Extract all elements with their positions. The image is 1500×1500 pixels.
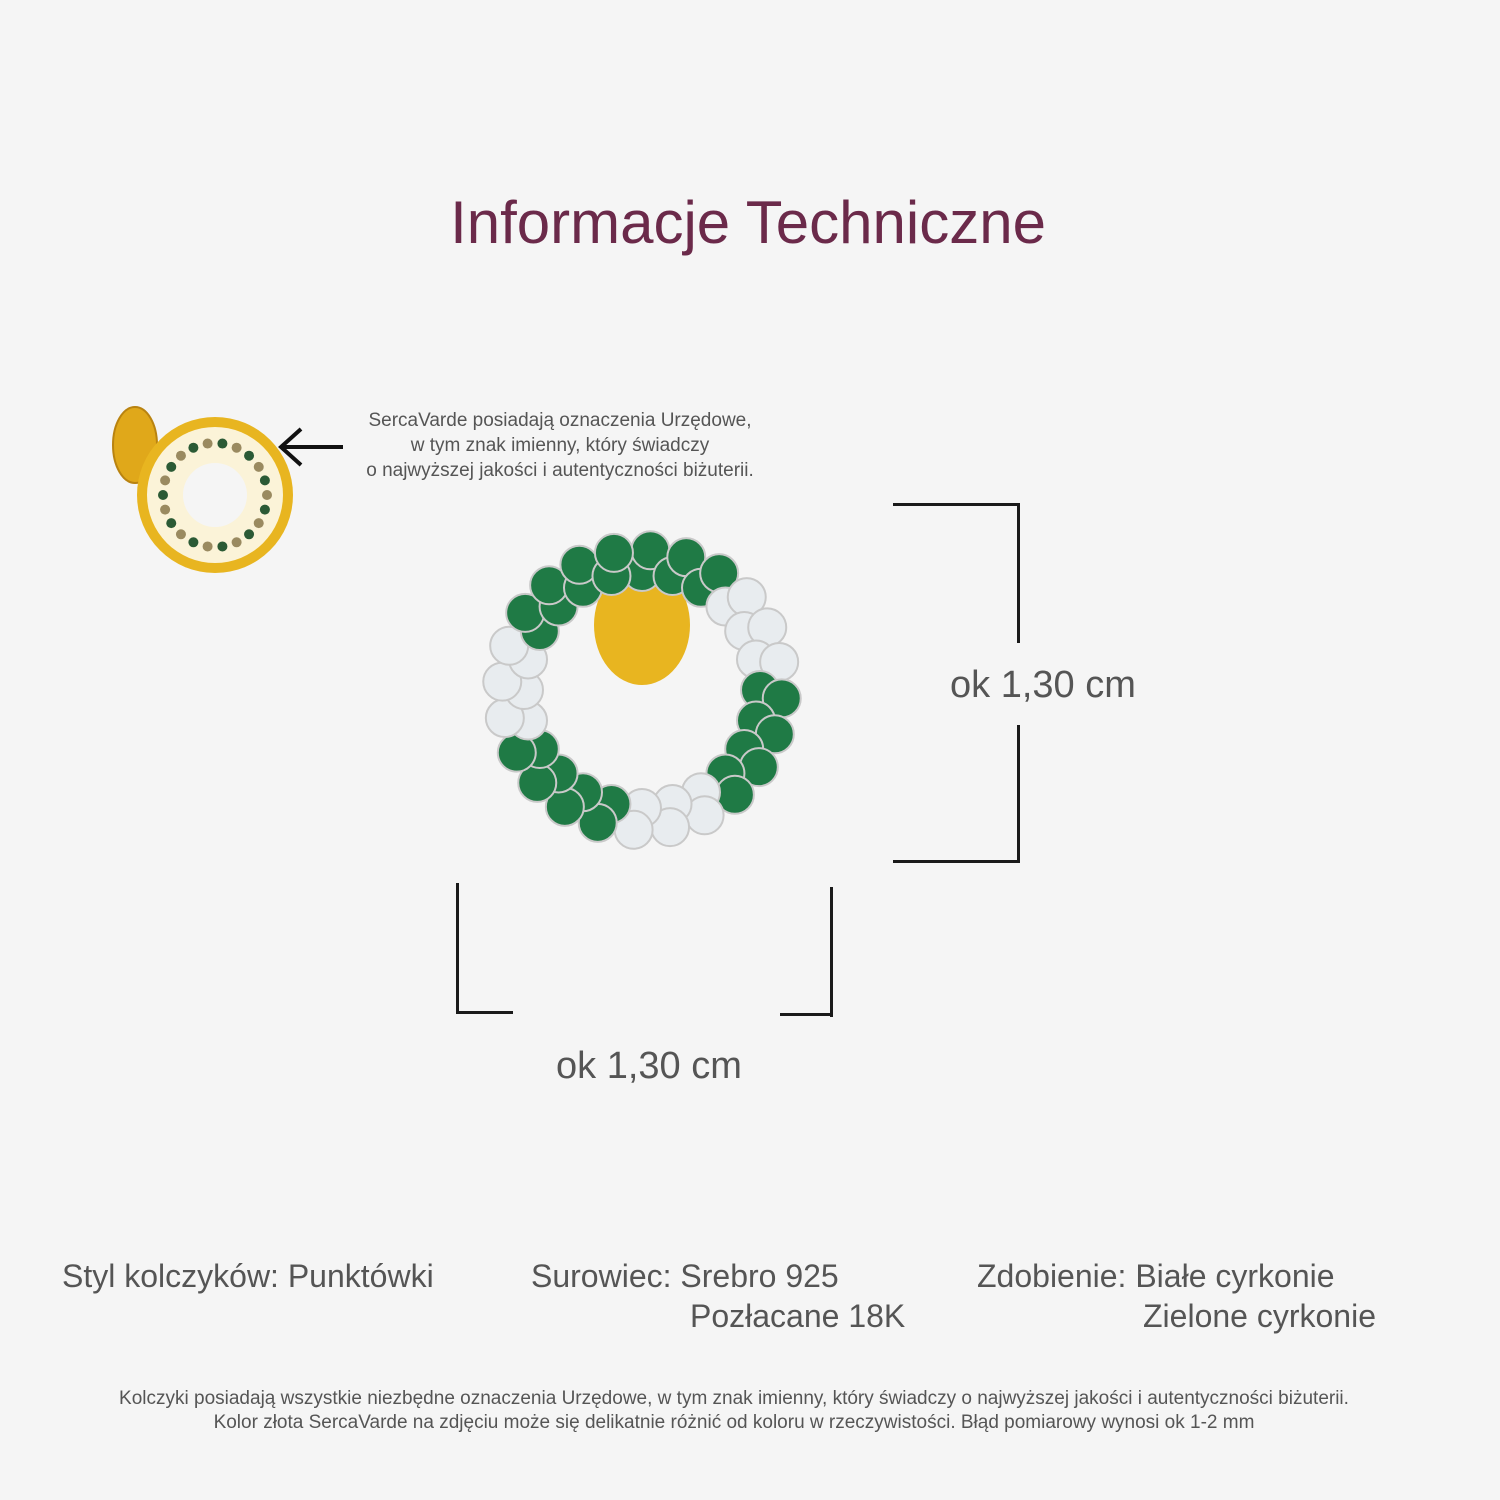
setting-hole [217,541,228,552]
setting-hole [160,504,171,515]
setting-hole [253,518,264,529]
setting-hole [217,438,228,449]
setting-hole [259,475,270,486]
width-dimension: ok 1,30 cm [556,1045,742,1087]
width-bracket-left-foot [456,1011,513,1014]
arrow-left-icon [278,427,343,467]
earring-front-image [482,530,802,850]
hallmark-note: SercaVarde posiadają oznaczenia Urzędowe… [300,408,820,483]
spec-material: Surowiec: Srebro 925 [531,1258,839,1294]
spec-decoration-2: Zielone cyrkonie [1143,1298,1376,1334]
height-bracket-bottom [893,860,1020,863]
setting-hole [253,461,264,472]
footer-line: Kolczyki posiadają wszystkie niezbędne o… [119,1388,1349,1409]
setting-hole [188,442,199,453]
setting-hole [175,529,186,540]
setting-hole [166,461,177,472]
note-line: SercaVarde posiadają oznaczenia Urzędowe… [368,410,752,431]
setting-hole [231,537,242,548]
spec-style: Styl kolczyków: Punktówki [62,1258,434,1294]
height-dimension: ok 1,30 cm [950,664,1136,706]
earring-back-image [112,406,293,573]
setting-hole [231,442,242,453]
setting-hole [166,518,177,529]
setting-hole [160,475,171,486]
width-bracket-right-foot [780,1013,833,1016]
setting-hole [262,490,272,500]
spec-decoration: Zdobienie: Białe cyrkonie [977,1258,1335,1294]
footer-disclaimer: Kolczyki posiadają wszystkie niezbędne o… [0,1387,1468,1435]
height-bracket-upper [1017,503,1020,643]
setting-hole [244,529,255,540]
note-line: o najwyższej jakości i autentyczności bi… [366,460,754,481]
setting-hole [202,438,213,449]
spec-plating: Pozłacane 18K [690,1298,906,1334]
width-bracket-right [830,887,833,1017]
setting-hole [175,450,186,461]
footer-line: Kolor złota SercaVarde na zdjęciu może s… [213,1412,1255,1433]
note-line: w tym znak imienny, który świadczy [410,435,710,456]
setting-hole [158,490,168,500]
height-bracket-top [893,503,1020,506]
setting-hole [188,537,199,548]
green-stone [593,532,634,573]
width-bracket-left [456,883,459,1014]
page-title: Informacje Techniczne [450,189,1046,256]
setting-hole [202,541,213,552]
height-bracket-lower [1017,725,1020,863]
setting-hole [259,504,270,515]
setting-hole [244,450,255,461]
